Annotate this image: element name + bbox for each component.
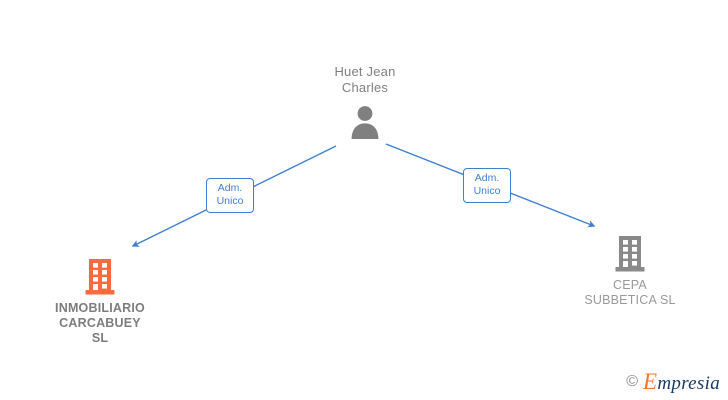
relation-label-adm-unico-left[interactable]: Adm. Unico [206, 178, 254, 213]
relation-label-adm-unico-right[interactable]: Adm. Unico [463, 168, 511, 203]
person-icon [300, 103, 430, 139]
company-name-label: INMOBILIARIO CARCABUEY SL [55, 301, 145, 345]
company-node-cepa[interactable]: CEPA SUBBETICA SL [560, 235, 700, 308]
building-icon [560, 235, 700, 273]
company-node-inmobiliario[interactable]: INMOBILIARIO CARCABUEY SL [30, 258, 170, 346]
watermark: © Empresia [626, 370, 720, 393]
company-name-label: CEPA SUBBETICA SL [584, 278, 676, 307]
brand-rest: mpresia [657, 373, 720, 394]
building-icon [30, 258, 170, 296]
brand-initial: E [643, 369, 658, 394]
brand-logo: Empresia [643, 370, 720, 393]
person-node[interactable]: Huet Jean Charles [300, 64, 430, 139]
copyright-icon: © [626, 372, 639, 390]
person-name-label: Huet Jean Charles [334, 64, 396, 95]
